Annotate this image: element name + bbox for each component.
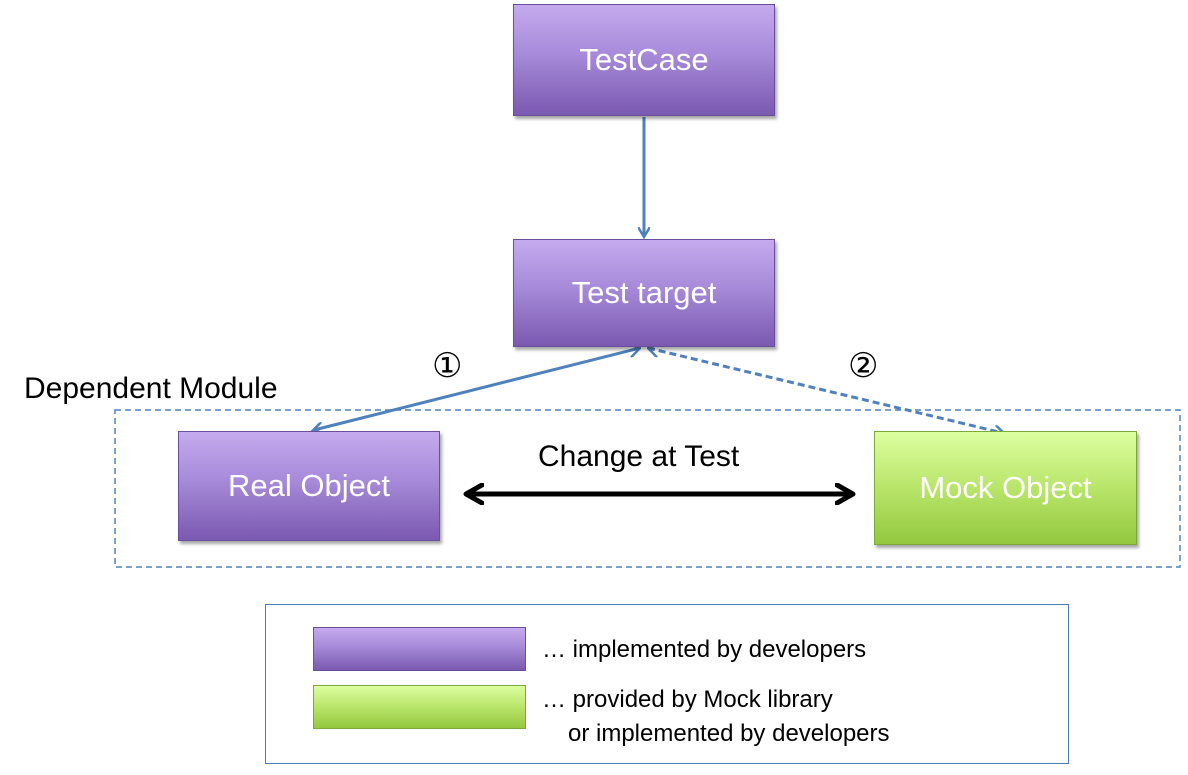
legend-swatch-purple (313, 627, 526, 671)
mock-object-node: Mock Object (874, 431, 1137, 545)
mock-object-label: Mock Object (919, 470, 1092, 505)
legend-item-developers: … implemented by developers (542, 636, 867, 663)
legend-swatch-green (313, 685, 526, 729)
testcase-node: TestCase (513, 4, 775, 116)
test-target-node: Test target (513, 239, 775, 347)
target-mock-object-arrow (648, 348, 1003, 433)
real-object-node: Real Object (178, 431, 440, 541)
test-target-label: Test target (571, 275, 717, 310)
target-real-object-arrow (314, 348, 640, 430)
change-at-test-label: Change at Test (538, 440, 740, 473)
dependent-module-label: Dependent Module (24, 372, 278, 405)
legend-item-mock-library: … provided by Mock library (542, 686, 833, 713)
real-object-label: Real Object (228, 468, 390, 503)
marker-1: ① (432, 346, 463, 386)
marker-2: ② (848, 346, 879, 386)
legend: … implemented by developers … provided b… (265, 604, 1069, 764)
legend-item-mock-library-line2: or implemented by developers (568, 720, 890, 747)
testcase-label: TestCase (579, 42, 709, 77)
